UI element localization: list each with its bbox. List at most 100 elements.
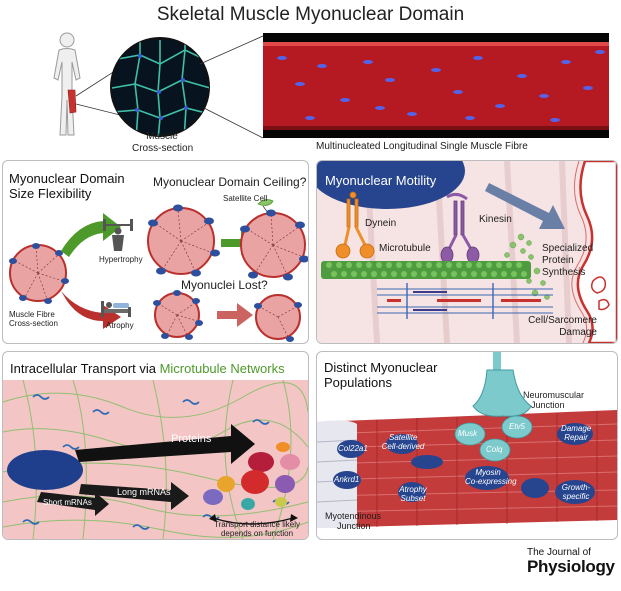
fibre-cross-section-ceiling — [240, 209, 308, 281]
fibre-cs-label: Muscle Fibre Cross-section — [9, 310, 58, 328]
mtj-label-line1: Myotendinous — [325, 511, 382, 521]
journal-logo-line1: The Journal of — [527, 547, 591, 558]
satellite-derived-label-line1: Satellite — [389, 433, 418, 442]
dynein-label: Dynein — [365, 218, 397, 229]
cell-membrane — [576, 161, 617, 343]
sarcomere-damage-label-line1: Cell/Sarcomere — [528, 315, 597, 326]
panel1-title: Myonuclear Domain Size Flexibility — [9, 171, 125, 201]
fibre-cs-label-line2: Cross-section — [9, 319, 58, 328]
bed-icon — [101, 301, 131, 317]
journal-logo: The Journal of Physiology — [527, 547, 615, 576]
panel4-title: Distinct Myonuclear Populations — [324, 360, 437, 390]
lost-arrow — [217, 303, 253, 327]
growth-specific-label: Growth- specific — [559, 483, 593, 501]
nmj-nuclei — [454, 415, 533, 462]
satellite-cell-icon — [257, 199, 274, 206]
panel-intracellular-transport: Intracellular Transport via Microtubule … — [2, 351, 309, 540]
damage-repair-label-line1: Damage — [561, 424, 592, 433]
panel4-title-line2: Populations — [324, 375, 392, 390]
long-mrna-arrow — [79, 482, 189, 510]
transport-distance-label-line1: Transport distance likely — [214, 520, 300, 529]
damage-repair-label: Damage Repair — [561, 424, 591, 442]
proteins-arrow — [75, 424, 255, 464]
hypertrophy-label: Hypertrophy — [99, 255, 143, 264]
human-figure-icon — [53, 32, 81, 136]
satellite-cell-label: Satellite Cell — [223, 194, 268, 203]
atrophy-arrow — [61, 291, 121, 329]
panel4-title-line1: Distinct Myonuclear — [324, 360, 438, 375]
myosin-label-line1: Myosin — [475, 468, 501, 477]
mtj-label-line2: Junction — [337, 521, 371, 531]
etv5-label: Etv5 — [509, 422, 526, 431]
protein-blobs — [203, 442, 300, 510]
synthesis-label-line1: Specialized — [542, 243, 594, 254]
fibre-label: Multinucleated Longitudinal Single Muscl… — [316, 141, 528, 152]
journal-logo-line2: Physiology — [527, 557, 615, 576]
sarcomere-damage-label-line2: Damage — [559, 327, 597, 338]
synthesis-label: Specialized Protein Synthesis — [542, 243, 593, 279]
nmj-label-line2: Junction — [531, 400, 565, 410]
panel-myonuclear-motility: Myonuclear Motility Dynein Kinesin Micro… — [316, 160, 618, 344]
growth-specific-label-line2: specific — [562, 492, 590, 501]
panel2-illustration — [317, 161, 617, 343]
transport-distance-label-line2: depends on function — [220, 529, 294, 538]
kinesin-label: Kinesin — [479, 214, 512, 225]
protein-particles — [504, 233, 550, 300]
fibre-cross-section-atrophy — [153, 290, 203, 340]
fibre-nuclei — [277, 50, 605, 122]
microtubule-label: Microtubule — [379, 243, 431, 254]
long-mrnas-label: Long mRNAs — [117, 487, 171, 497]
growth-specific-label-line1: Growth- — [561, 483, 591, 492]
motility-arrow — [485, 183, 565, 229]
myonuclei-group — [333, 423, 595, 504]
col22a1-label: Col22a1 — [338, 444, 368, 453]
fibre-cross-section-center — [9, 243, 69, 304]
fibre-cross-section-lost — [254, 294, 302, 342]
fibre-cs-label-line1: Muscle Fibre — [9, 310, 55, 319]
lost-label: Myonuclei Lost? — [181, 278, 268, 292]
colq-label: Colq — [486, 445, 503, 454]
thigh-muscle-icon — [67, 89, 77, 114]
cross-section-label-line1: Muscle — [146, 131, 178, 142]
weightlifter-icon — [103, 219, 133, 251]
atrophy-subset-label-line2: Subset — [400, 494, 426, 503]
mtj-label: Myotendinous Junction — [325, 511, 381, 531]
ankrd1-label: Ankrd1 — [334, 475, 360, 484]
synthesis-label-line3: Synthesis — [542, 267, 586, 278]
cross-section-label: Muscle Cross-section — [132, 131, 193, 155]
nmj-label-line1: Neuromuscular — [523, 390, 585, 400]
damage-repair-label-line2: Repair — [564, 433, 588, 442]
panel3-title: Intracellular Transport via Microtubule … — [10, 361, 285, 376]
dynein-motor-icon — [335, 191, 375, 259]
panel-distinct-populations: Distinct Myonuclear Populations Neuromus… — [316, 351, 618, 540]
atrophy-subset-label: Atrophy Subset — [399, 485, 427, 503]
cross-section-label-line2: Cross-section — [132, 143, 194, 154]
atrophy-subset-label-line1: Atrophy — [399, 485, 427, 494]
panel2-title: Myonuclear Motility — [325, 173, 437, 188]
satellite-derived-label: Satellite Cell-derived — [382, 433, 425, 451]
panel3-illustration — [3, 379, 308, 539]
sarcomere-damage-label: Cell/Sarcomere Damage — [513, 315, 597, 339]
damage-fragment-icon — [590, 276, 607, 294]
panel-domain-flexibility: Myonuclear Domain Size Flexibility Myonu… — [2, 160, 309, 344]
top-illustration — [53, 32, 609, 139]
panel1-title-line1: Myonuclear Domain — [9, 171, 125, 186]
panel1-illustration — [9, 199, 308, 342]
page-title: Skeletal Muscle Myonuclear Domain — [156, 4, 465, 25]
musk-label: Musk — [458, 429, 478, 438]
sarcomere-icon — [377, 283, 553, 319]
synthesis-label-line2: Protein — [542, 255, 574, 266]
ceiling-label: Myonuclear Domain Ceiling? — [153, 175, 307, 189]
myosin-label: Myosin Co-expressing — [465, 468, 517, 486]
transport-distance-arrow — [212, 517, 294, 525]
short-mrnas-label: Short mRNAs — [43, 498, 92, 507]
panel4-illustration — [317, 352, 617, 528]
microtubule-icon — [321, 261, 531, 279]
proteins-label: Proteins — [171, 433, 212, 445]
myosin-label-line2: Co-expressing — [465, 477, 517, 486]
panel3-title-prefix: Intracellular Transport via — [10, 361, 160, 376]
fibre-cross-section-hypertrophy — [147, 204, 220, 277]
damage-fragment-icon-2 — [598, 298, 610, 311]
nucleus-shape — [7, 450, 83, 490]
panel1-title-line2: Size Flexibility — [9, 186, 92, 201]
